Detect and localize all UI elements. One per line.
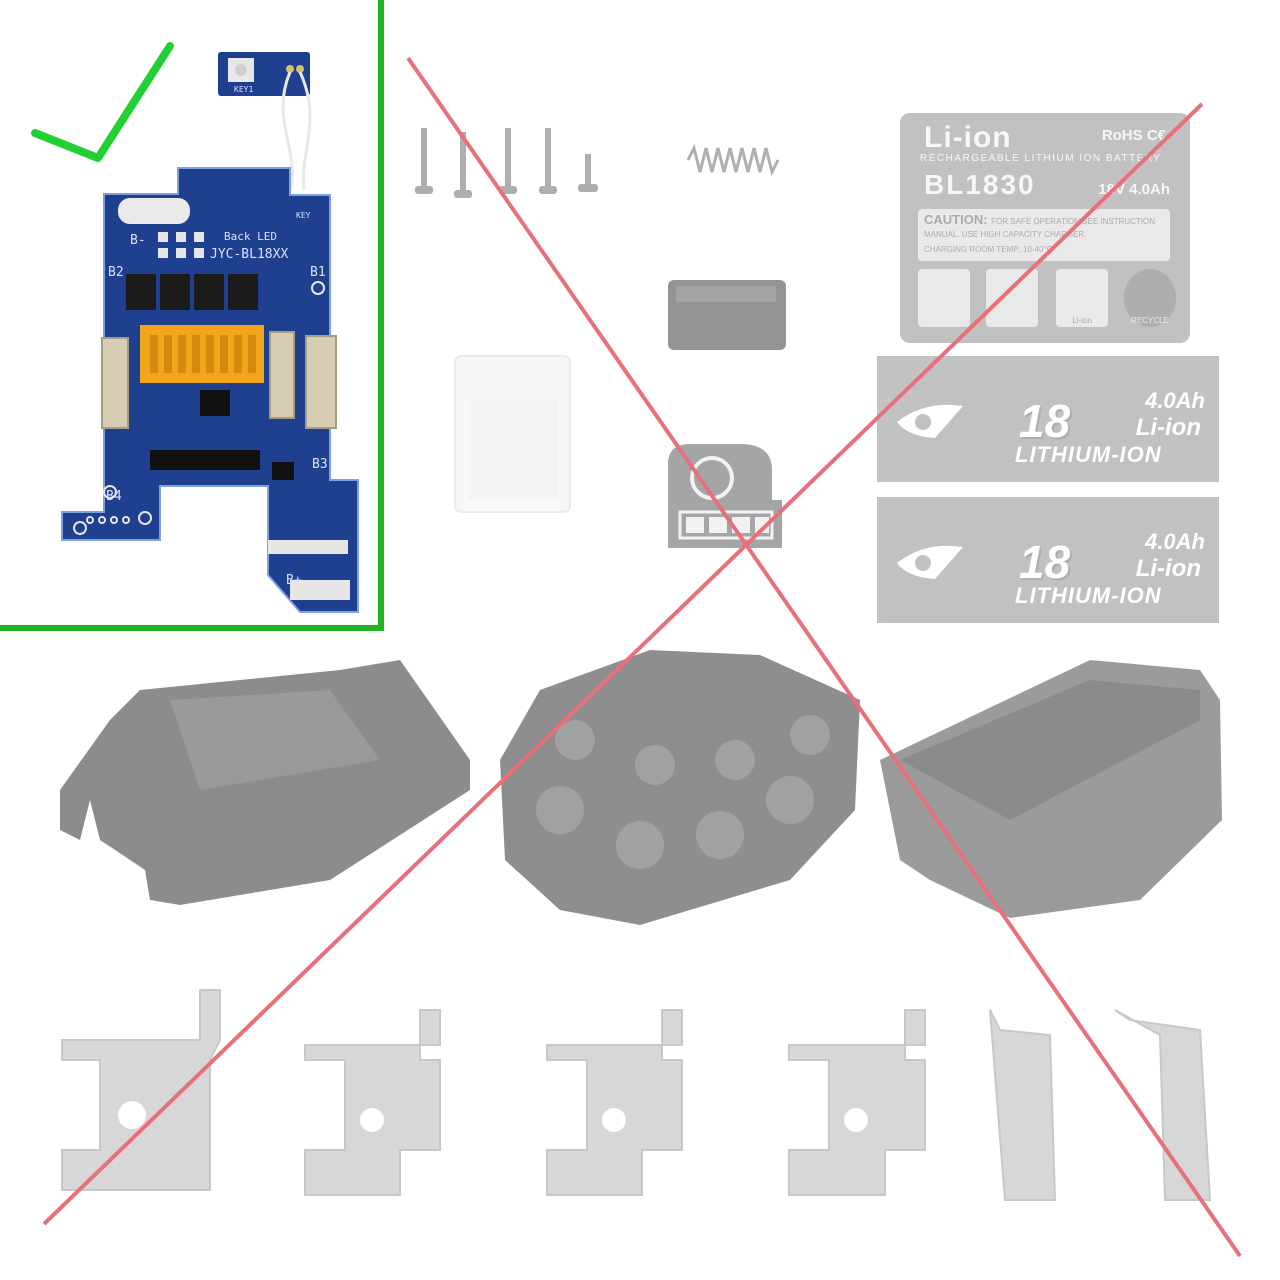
pcb-b2-label: B2 <box>108 265 124 280</box>
sticker-2-capacity: 4.0Ah <box>1145 529 1205 554</box>
pcb-bplus-label: B+ <box>286 573 302 588</box>
sticker-2-logo-icon <box>897 545 963 579</box>
recycle-icon: Li-ion <box>1056 269 1108 327</box>
no-fire-icon <box>918 269 970 327</box>
sticker-1-chem: Li-ion <box>1135 414 1201 441</box>
check-icon <box>31 42 174 162</box>
pcb-model-label: JYC-BL18XX <box>210 247 288 262</box>
recycle-seal-icon: RECYCLE <box>1124 269 1176 327</box>
caution-line3: CHARGING ROOM TEMP: 10-40°C <box>924 245 1053 254</box>
sticker-2-chem: Li-ion <box>1135 555 1201 582</box>
caution-line2: MANUAL. USE HIGH CAPACITY CHARGER. <box>924 230 1087 239</box>
pcb-b3-label: B3 <box>312 457 328 472</box>
selected-item-frame <box>0 0 384 631</box>
sticker-1-chem-long: LITHIUM-ION <box>1015 442 1162 467</box>
label-model: BL1830 <box>924 169 1036 200</box>
label-icons: Li-ion RECYCLE <box>918 269 1182 329</box>
pcb-board-illustration: KEY1 <box>31 42 359 613</box>
screws <box>415 128 598 198</box>
pcb-led-label: Back LED <box>224 230 277 243</box>
caution-title: CAUTION: FOR SAFE OPERATION,SEE INSTRUCT… <box>924 212 1156 227</box>
pcb-b4-label: B4 <box>106 489 122 504</box>
sticker-2-chem-long: LITHIUM-ION <box>1015 583 1162 608</box>
pcb-b1-label: B1 <box>310 265 326 280</box>
pcb-key-label: KEY1 <box>234 85 253 94</box>
sticker-1-capacity: 4.0Ah <box>1145 388 1205 413</box>
label-caution-box: CAUTION: FOR SAFE OPERATION,SEE INSTRUCT… <box>918 209 1170 261</box>
no-trash-icon <box>986 269 1038 327</box>
sticker-1-voltage: 18 <box>1019 395 1071 447</box>
label-subtitle: RECHARGEABLE LITHIUM ION BATTERY <box>920 153 1162 164</box>
label-title: Li-ion <box>924 121 1012 154</box>
pcb-key-pad-label: KEY <box>296 211 311 220</box>
sticker-1-logo-icon <box>897 404 963 438</box>
sticker-2-voltage: 18 <box>1019 536 1071 588</box>
pcb-bminus-label: B- <box>130 233 146 248</box>
label-rohs: RoHS C€ <box>1101 127 1166 144</box>
